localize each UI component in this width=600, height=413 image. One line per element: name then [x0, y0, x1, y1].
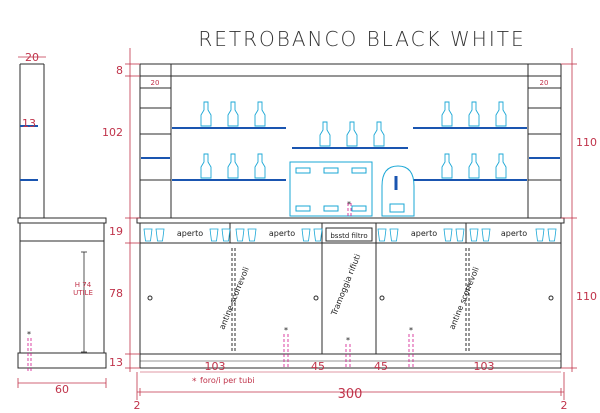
drawing-title: RETROBANCO BLACK WHITE — [198, 27, 525, 51]
left-dim-78: 78 — [109, 287, 123, 300]
coffee-machine — [289, 161, 373, 217]
left-dim-102: 102 — [102, 126, 123, 139]
bottom-segment-1: 103 — [205, 360, 226, 373]
side-usable-label: UTILE — [73, 289, 93, 297]
filter-label: bsstd filtro — [330, 232, 367, 240]
bottom-segment-3: 45 — [374, 360, 388, 373]
side-usable-height: H 74 — [75, 281, 92, 289]
side-top-width: 20 — [25, 51, 39, 64]
side-pipe-marker: * — [27, 330, 31, 339]
right-dim-upper: 110 — [576, 136, 597, 149]
bottom-segment-4: 103 — [474, 360, 495, 373]
bottom-segment-2: 45 — [311, 360, 325, 373]
bottom-total: 300 — [338, 387, 363, 402]
front-view — [136, 63, 565, 369]
right-dim-lower: 110 — [576, 290, 597, 303]
side-shelf-height: 13 — [22, 117, 36, 130]
left-dim-19: 19 — [109, 225, 123, 238]
pipe-marker-1: * — [284, 326, 288, 335]
bottom-edge-right: 2 — [561, 399, 568, 412]
left-dim-8: 8 — [116, 64, 123, 77]
counter-label-3: aperto — [411, 229, 437, 238]
door-label-center: Tramoggia rifiuti — [329, 253, 362, 318]
counter-label-2: aperto — [269, 229, 295, 238]
dimension-lines — [125, 48, 577, 400]
glass-shelves — [141, 127, 560, 181]
counter-label-4: aperto — [501, 229, 527, 238]
door-label-right: antine scorrevoli — [448, 266, 481, 331]
door-label-left: antine scorrevoli — [218, 266, 251, 331]
pipe-marker-3: * — [409, 326, 413, 335]
left-dim-13: 13 — [109, 356, 123, 369]
filter-box — [325, 227, 373, 242]
pipe-marker-2: * — [346, 336, 350, 345]
corner-label-left: 20 — [151, 79, 160, 87]
bottles — [200, 101, 507, 179]
pipe-holes — [283, 203, 414, 368]
filter-marker: * — [347, 200, 351, 209]
bottom-edge-left: 2 — [134, 399, 141, 412]
corner-label-right: 20 — [540, 79, 549, 87]
pipe-note: foro/i per tubi — [200, 376, 255, 385]
side-view — [17, 63, 107, 372]
coffee-grinder — [381, 165, 415, 217]
counter-label-1: aperto — [177, 229, 203, 238]
side-depth: 60 — [55, 383, 69, 396]
note-marker: * — [192, 377, 197, 387]
